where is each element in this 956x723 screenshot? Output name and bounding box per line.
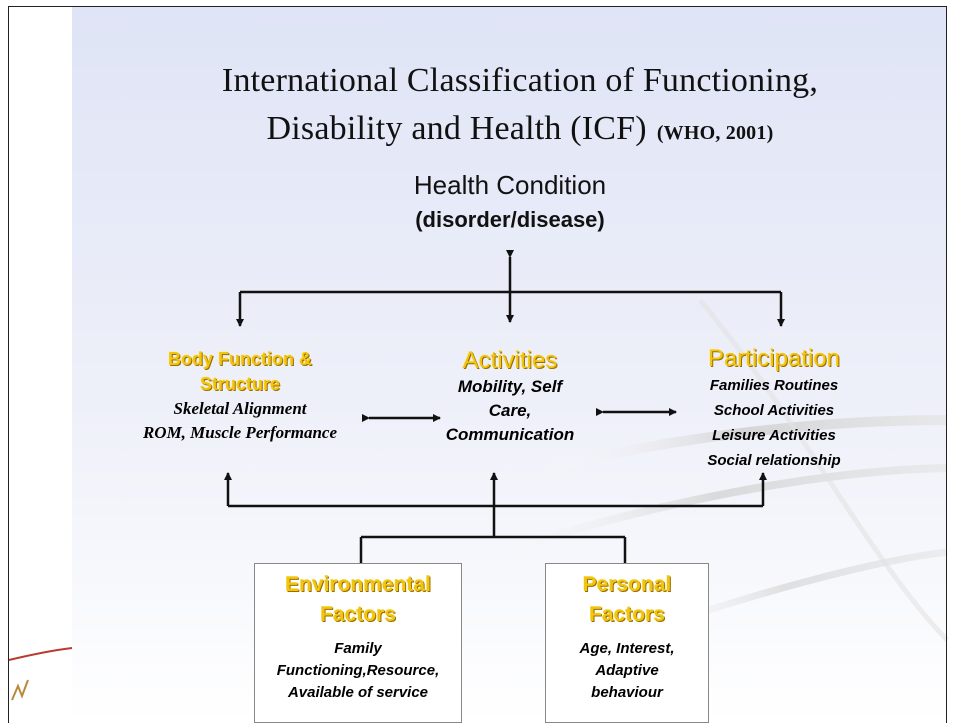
personal-factors-box: Personal Factors Age, Interest, Adaptive…: [545, 563, 709, 723]
environmental-item: Family: [334, 640, 382, 657]
environmental-item: Functioning,Resource,: [276, 662, 440, 679]
participation-item: School Activities: [713, 402, 835, 419]
health-condition-subtitle: (disorder/disease): [415, 207, 605, 232]
body-function-item: Skeletal Alignment: [173, 399, 307, 418]
body-function-heading-1: Body Function &: [168, 349, 312, 369]
body-function-item: ROM, Muscle Performance: [142, 423, 338, 442]
body-function-heading-2: Structure: [199, 374, 280, 394]
participation-node: Participation Families Routines School A…: [674, 345, 874, 473]
environmental-heading-2: Factors: [320, 603, 396, 626]
title-line-1: International Classification of Function…: [221, 62, 819, 99]
activities-item: Communication: [445, 425, 575, 444]
participation-item: Leisure Activities: [712, 427, 836, 444]
personal-item: Age, Interest,: [579, 640, 675, 657]
personal-heading-1: Personal: [582, 573, 672, 596]
participation-heading: Participation: [707, 345, 841, 372]
environmental-factors-box: Environmental Factors Family Functioning…: [254, 563, 462, 723]
title-text: Disability and Health (ICF): [266, 110, 647, 147]
participation-item: Social relationship: [707, 452, 841, 469]
environmental-item: Available of service: [287, 684, 429, 701]
activities-item: Care,: [488, 401, 532, 420]
activities-node: Activities Mobility, Self Care, Communic…: [430, 347, 590, 447]
personal-heading-2: Factors: [589, 603, 665, 626]
title-line-2: Disability and Health (ICF) (WHO, 2001): [120, 110, 920, 148]
activities-item: Mobility, Self: [457, 377, 563, 396]
personal-item: behaviour: [591, 684, 663, 701]
environmental-heading-1: Environmental: [285, 573, 431, 596]
personal-item: Adaptive: [595, 662, 659, 679]
activities-heading: Activities: [462, 347, 558, 374]
logo-mark-icon: [11, 679, 29, 701]
title-citation: (WHO, 2001): [656, 122, 774, 144]
body-function-node: Body Function & Structure Skeletal Align…: [120, 347, 360, 445]
slide-border: [8, 6, 947, 723]
participation-item: Families Routines: [709, 377, 839, 394]
health-condition-title: Health Condition: [413, 170, 607, 200]
